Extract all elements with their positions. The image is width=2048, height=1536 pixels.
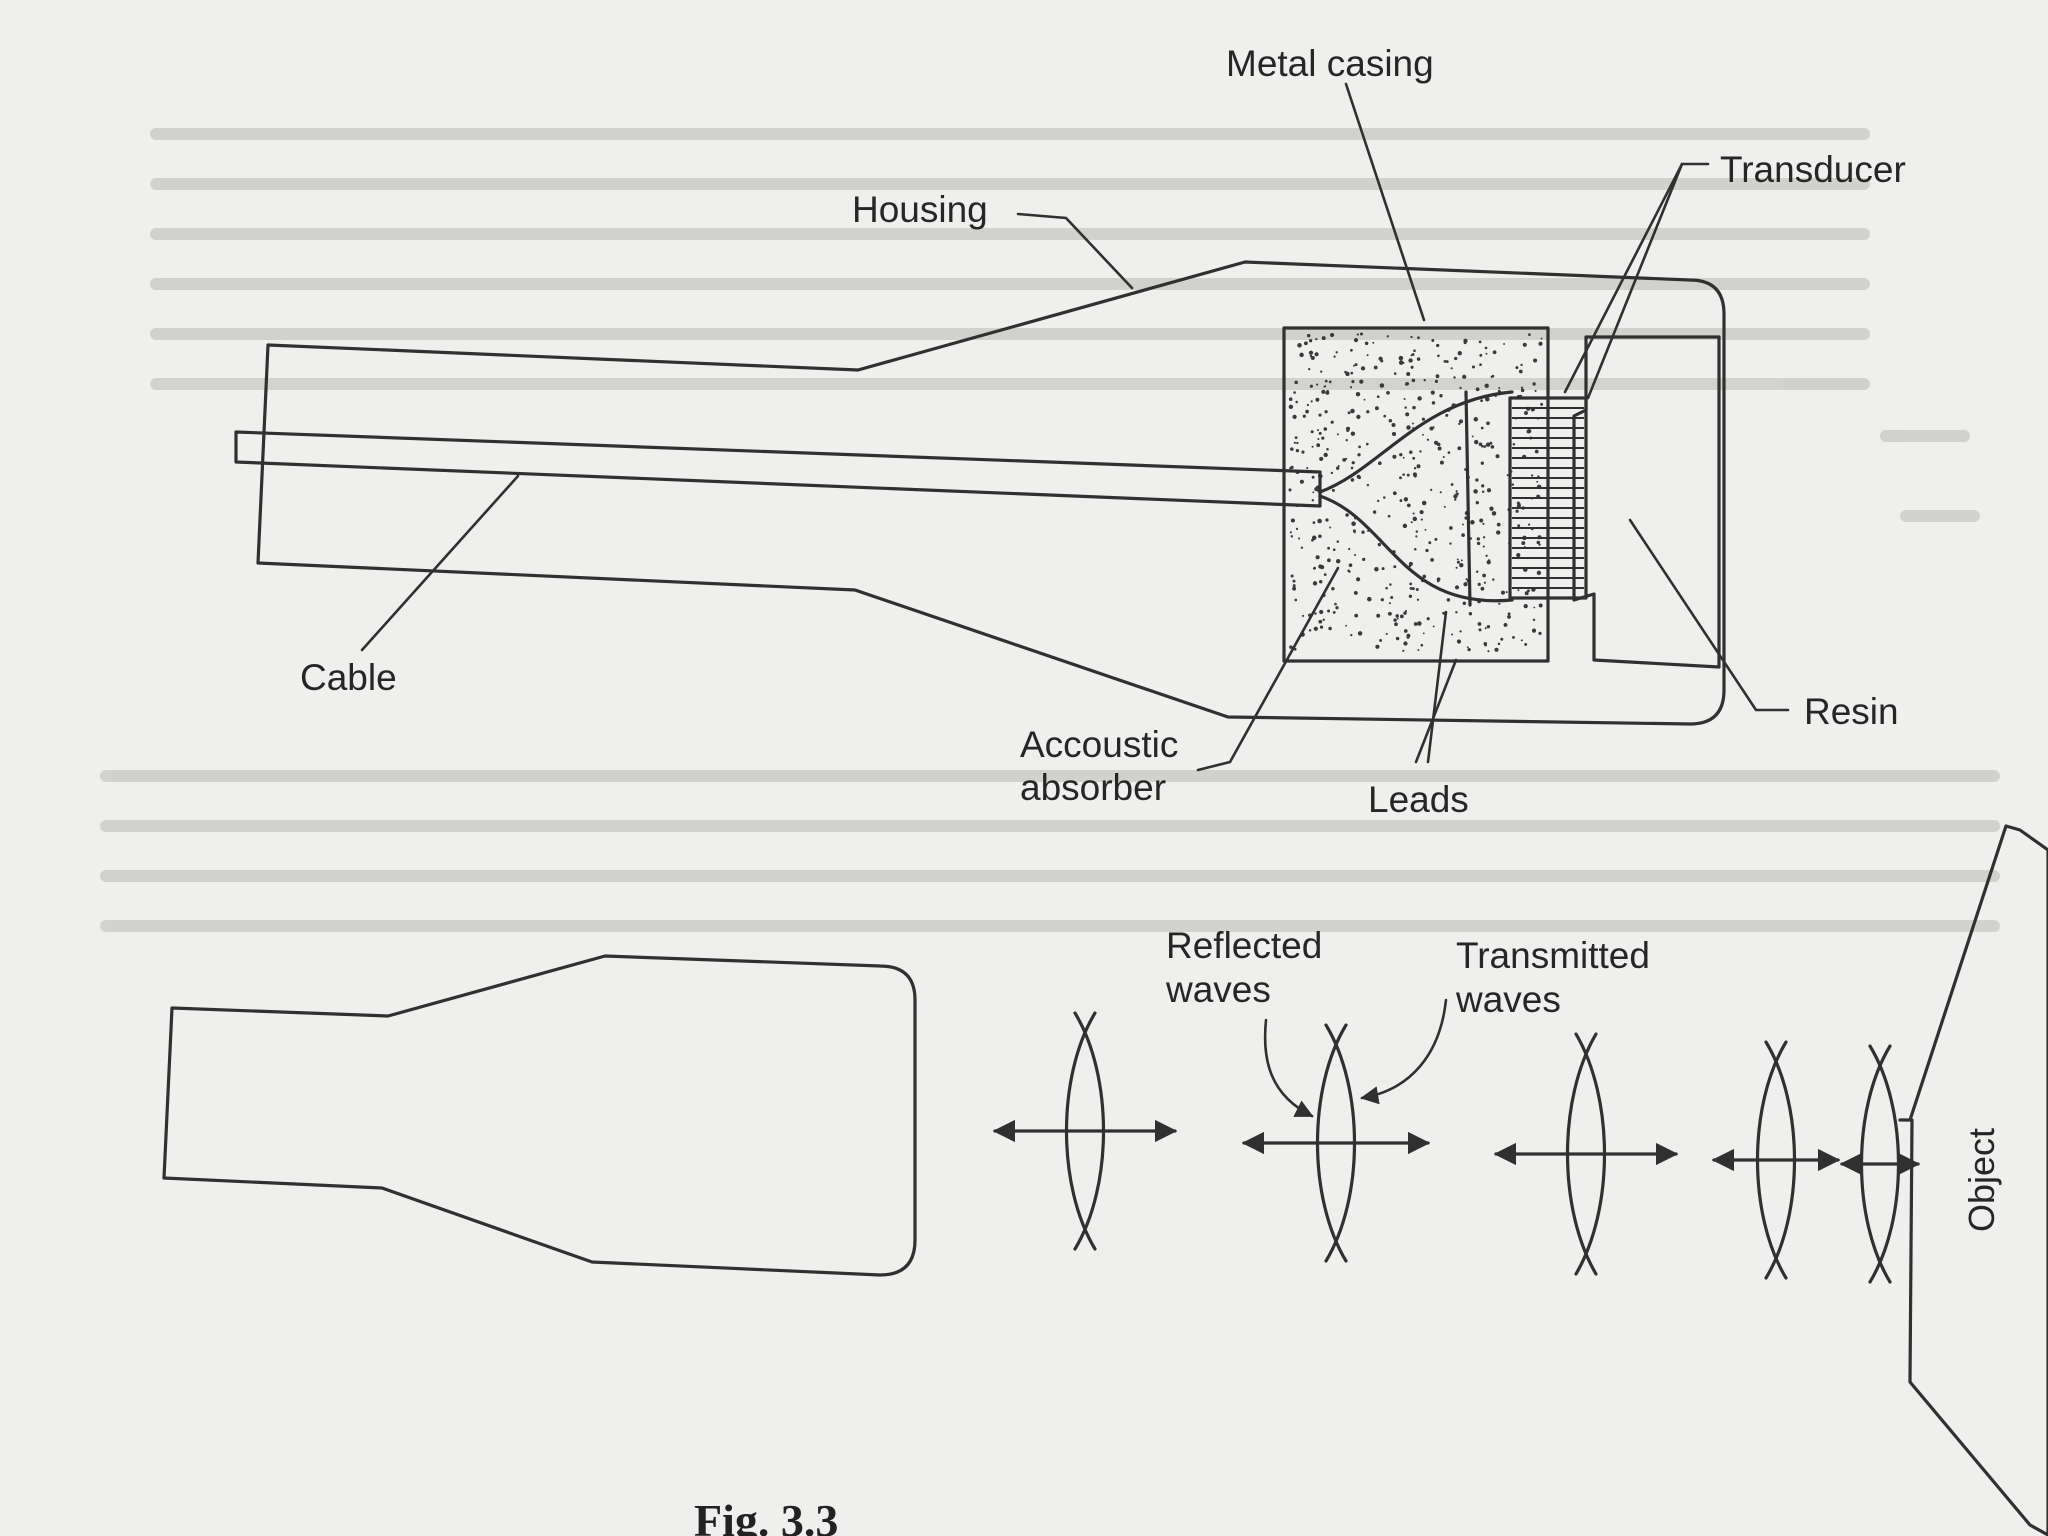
wave-glyph	[1711, 1040, 1841, 1280]
label-housing: Housing	[852, 189, 988, 230]
lead-lower	[1318, 494, 1514, 603]
transducer-element	[1508, 396, 1588, 600]
leader-acoustic-absorber	[1196, 566, 1340, 772]
label-acoustic-absorber-1: Accoustic	[1020, 724, 1178, 765]
metal-casing	[1282, 326, 1550, 663]
resin-block	[1572, 335, 1721, 669]
leader-housing	[1016, 212, 1134, 290]
figure-caption: Fig. 3.3	[694, 1495, 838, 1536]
leader-transducer-2	[1586, 162, 1684, 400]
wave-glyph	[1241, 1023, 1431, 1263]
pointer-transmitted	[1360, 998, 1448, 1105]
leader-cable	[360, 474, 520, 652]
wave-glyph	[992, 1011, 1178, 1251]
lead-divider	[1464, 390, 1472, 607]
leader-leads-2	[1426, 610, 1448, 764]
leader-metal-casing	[1344, 82, 1426, 322]
probe-cross-section: Metal casing Transducer Housing Cable Ac…	[234, 43, 1906, 820]
acoustic-absorber-stipple	[1288, 332, 1544, 653]
pointer-reflected	[1263, 1018, 1314, 1118]
leader-leads-1	[1414, 658, 1458, 764]
wave-train	[992, 1011, 1921, 1284]
label-resin: Resin	[1804, 691, 1899, 732]
label-transducer: Transducer	[1720, 149, 1906, 190]
probe-outline	[162, 954, 917, 1277]
housing-outline	[256, 260, 1726, 726]
probe-wave-diagram: Object Reflected waves Transmitted waves…	[162, 824, 2048, 1536]
label-metal-casing: Metal casing	[1226, 43, 1434, 84]
label-transmitted-waves-2: waves	[1455, 979, 1561, 1020]
wave-glyph	[1493, 1032, 1679, 1276]
object-surface	[1898, 824, 2048, 1536]
leader-resin	[1628, 518, 1790, 712]
label-reflected-waves-2: waves	[1165, 969, 1271, 1010]
label-object: Object	[1961, 1128, 2002, 1232]
page-bleed-through	[100, 128, 2000, 932]
label-cable: Cable	[300, 657, 397, 698]
wave-glyph	[1839, 1044, 1921, 1284]
label-reflected-waves-1: Reflected	[1166, 925, 1322, 966]
label-transmitted-waves-1: Transmitted	[1456, 935, 1650, 976]
label-acoustic-absorber-2: absorber	[1020, 767, 1166, 808]
cable	[234, 430, 1322, 508]
label-leads: Leads	[1368, 779, 1469, 820]
lead-upper	[1318, 390, 1514, 494]
